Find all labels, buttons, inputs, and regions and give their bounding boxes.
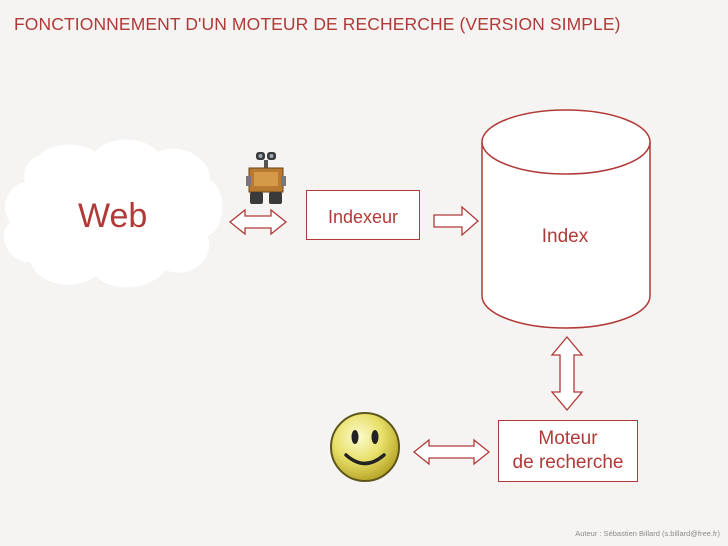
smiley-icon xyxy=(330,412,400,482)
page-title: FONCTIONNEMENT D'UN MOTEUR DE RECHERCHE … xyxy=(14,14,621,34)
index-cylinder xyxy=(481,109,651,329)
indexeur-box: Indexeur xyxy=(306,190,420,240)
moteur-label-line2: de recherche xyxy=(512,452,624,473)
arrow-indexeur-index xyxy=(433,205,479,237)
index-label: Index xyxy=(541,226,589,247)
moteur-label-line1: Moteur xyxy=(538,428,598,449)
arrow-user-moteur xyxy=(412,438,491,466)
cylinder-top xyxy=(481,109,651,175)
web-cloud xyxy=(3,139,223,288)
author-footer: Auteur : Sébastien Billard (s.billard@fr… xyxy=(575,529,720,538)
moteur-box: Moteur de recherche xyxy=(498,420,638,482)
indexeur-label: Indexeur xyxy=(327,207,399,227)
cloud-shape xyxy=(3,139,223,288)
arrow-index-moteur xyxy=(550,335,584,412)
web-label: Web xyxy=(78,197,148,235)
arrow-web-indexeur xyxy=(228,208,288,236)
cylinder-body xyxy=(481,142,651,329)
robot-icon xyxy=(246,152,286,204)
